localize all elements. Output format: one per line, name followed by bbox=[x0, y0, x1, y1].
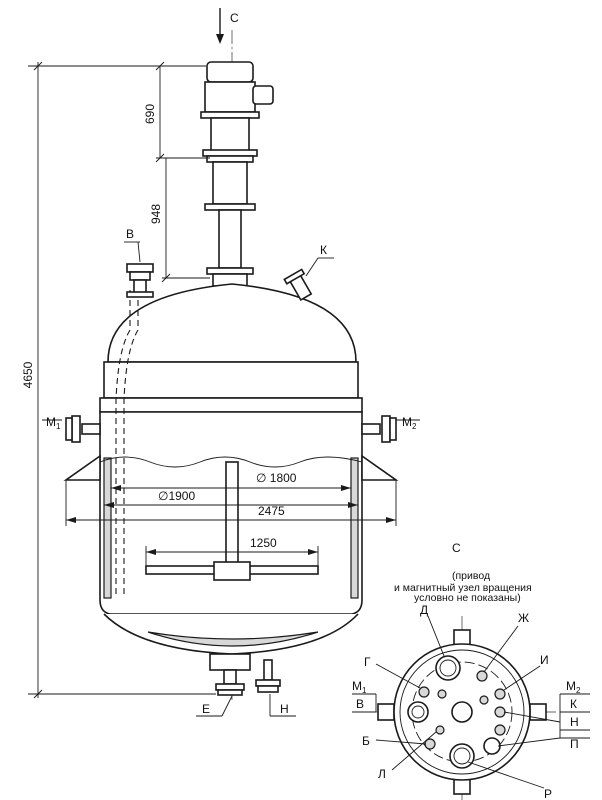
plan-center-shaft bbox=[451, 701, 473, 723]
plan-label-l: Л bbox=[378, 767, 386, 781]
plan-label-i: И bbox=[540, 653, 549, 667]
drive-flange-2 bbox=[202, 149, 258, 157]
plan-label-r: Р bbox=[544, 787, 552, 800]
nozzle-m2: М2 bbox=[361, 415, 420, 443]
nozzle-k-label: К bbox=[320, 243, 327, 257]
vessel bbox=[63, 283, 399, 655]
plan-label-k: К bbox=[570, 697, 577, 711]
plan-view: С (привод и магнитный узел вращения усло… bbox=[352, 541, 590, 800]
dim-agitator-width: 1250 bbox=[145, 536, 319, 566]
dim-diameter-inner: ∅ 1800 bbox=[111, 471, 351, 491]
dim-total-height: 4650 bbox=[21, 61, 216, 699]
dim-overall-width-label: 2475 bbox=[258, 504, 285, 518]
plan-label-b: Б bbox=[362, 734, 370, 748]
internal-pipe bbox=[115, 290, 131, 598]
jacket-wall-left bbox=[103, 457, 112, 599]
nozzle-n: Н bbox=[255, 659, 296, 717]
vessel-bottom-head bbox=[103, 613, 359, 655]
plan-opening-d bbox=[435, 655, 461, 681]
plan-label-p: П bbox=[570, 737, 579, 751]
nozzle-e: Е bbox=[196, 653, 251, 717]
upper-shell bbox=[103, 361, 359, 399]
nozzle-m2-label: М2 bbox=[402, 415, 417, 431]
plan-opening-p bbox=[483, 737, 501, 755]
support-lug-left bbox=[63, 454, 101, 481]
dim-overall-width: 2475 bbox=[65, 480, 397, 526]
view-marker-top: С bbox=[216, 8, 239, 44]
drive-flange-1 bbox=[200, 111, 260, 119]
nozzle-n-label: Н bbox=[280, 702, 289, 716]
plan-label-d: Д bbox=[420, 603, 428, 617]
plan-view-note-3: условно не показаны) bbox=[414, 592, 521, 604]
plan-bracket-right bbox=[529, 703, 547, 721]
plan-label-zh: Ж bbox=[518, 611, 529, 625]
plan-view-note-2: и магнитный узел вращения bbox=[394, 582, 532, 594]
dim-drive-upper: 690 bbox=[143, 61, 210, 163]
agitator-shaft bbox=[225, 461, 239, 567]
dim-total-height-label: 4650 bbox=[21, 361, 35, 388]
agitator-hub bbox=[213, 561, 251, 581]
plan-bracket-left bbox=[377, 703, 395, 721]
drive-flange-5 bbox=[206, 267, 254, 275]
dim-diameter-inner-label: ∅ 1800 bbox=[256, 471, 297, 485]
dim-drive-lower-label: 948 bbox=[149, 204, 163, 224]
plan-label-g: Г bbox=[364, 655, 371, 669]
nozzle-m1-label: М1 bbox=[46, 415, 61, 431]
dim-drive-upper-label: 690 bbox=[143, 104, 157, 124]
plan-view-title: С bbox=[452, 541, 461, 555]
nozzle-v: В bbox=[124, 227, 154, 298]
plan-opening-v bbox=[407, 701, 429, 723]
drive-assembly bbox=[200, 61, 274, 287]
motor-top bbox=[206, 61, 254, 83]
plan-label-v: В bbox=[356, 697, 364, 711]
plan-nozzle-zh bbox=[476, 670, 488, 682]
plan-nozzle-i bbox=[494, 688, 506, 700]
support-lug-right bbox=[361, 454, 399, 481]
jacket-upper-band bbox=[99, 397, 363, 413]
plan-nozzle-l bbox=[435, 725, 445, 735]
dim-drive-lower: 948 bbox=[149, 158, 210, 283]
plan-nozzle-g bbox=[418, 686, 430, 698]
plan-nozzle-k bbox=[494, 706, 506, 718]
nozzle-e-label: Е bbox=[202, 702, 210, 716]
break-line bbox=[99, 456, 363, 468]
bottom-head-inner bbox=[147, 631, 319, 647]
coupling-housing bbox=[212, 161, 248, 205]
motor-body bbox=[204, 81, 256, 113]
plan-view-note-1: (привод bbox=[452, 570, 490, 582]
drive-flange-4 bbox=[204, 203, 256, 211]
vessel-top-head bbox=[107, 283, 357, 363]
plan-label-m1: М1 bbox=[352, 679, 367, 695]
drive-shaft-tube bbox=[218, 209, 242, 269]
plan-label-n: Н bbox=[570, 715, 579, 729]
motor-terminal-box bbox=[252, 85, 274, 105]
nozzle-m1: М1 bbox=[42, 415, 101, 443]
drive-flange-3 bbox=[206, 155, 254, 163]
dim-agitator-width-label: 1250 bbox=[250, 536, 277, 550]
view-marker-label: С bbox=[230, 11, 239, 25]
nozzle-k: К bbox=[283, 243, 334, 302]
dim-diameter-jacket-label: ∅1900 bbox=[158, 489, 195, 503]
nozzle-v-label: В bbox=[126, 227, 134, 241]
plan-nozzle-n bbox=[494, 724, 506, 736]
dim-diameter-jacket: ∅1900 bbox=[104, 489, 358, 508]
jacket-wall-right bbox=[350, 457, 359, 599]
plan-label-m2: М2 bbox=[566, 679, 581, 695]
